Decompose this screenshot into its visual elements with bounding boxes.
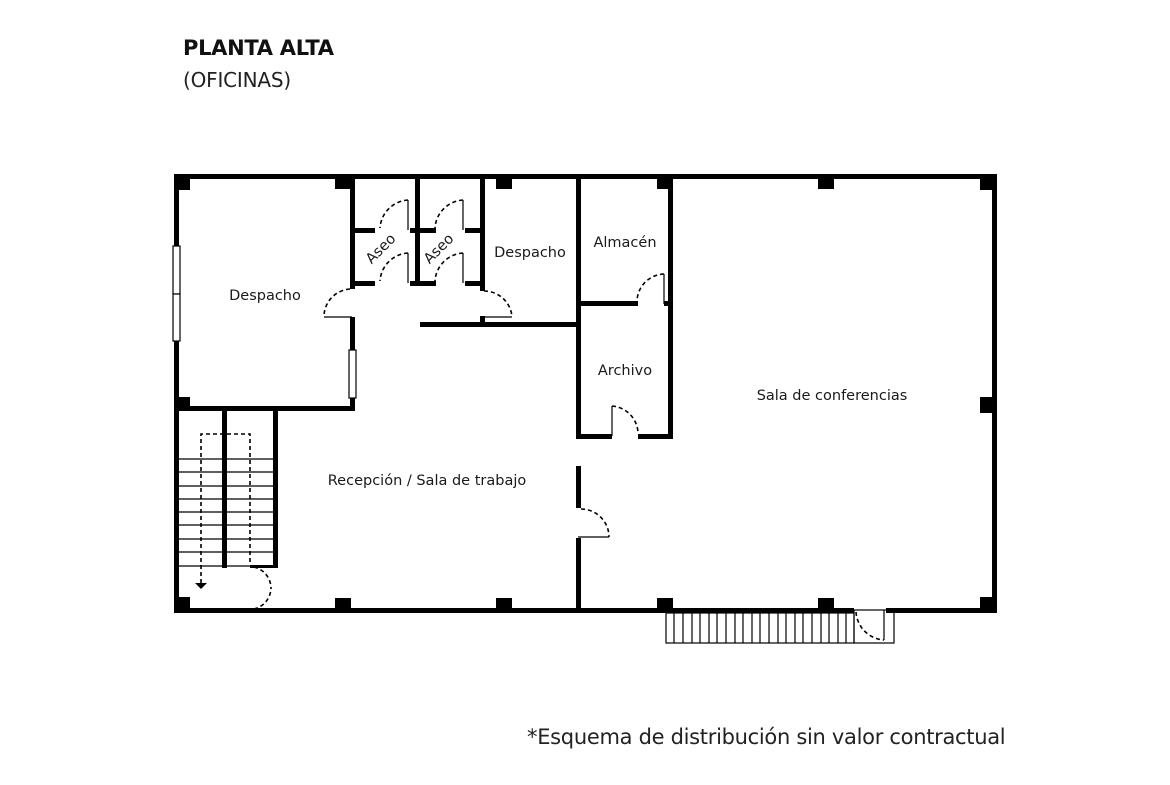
plan-title: PLANTA ALTA	[183, 36, 334, 60]
room-label-despacho-2: Despacho	[494, 245, 566, 261]
plan-subtitle: (OFICINAS)	[183, 68, 291, 92]
left-window	[172, 245, 181, 342]
room-label-sala-conferencias: Sala de conferencias	[757, 388, 908, 404]
room-label-recepcion: Recepción / Sala de trabajo	[328, 473, 527, 489]
stair-treads	[179, 458, 273, 567]
aseos-walls	[350, 174, 485, 286]
room-label-despacho-1: Despacho	[229, 288, 301, 304]
exterior-stairs	[665, 609, 895, 644]
outer-walls	[174, 174, 997, 613]
room-label-almacen: Almacén	[593, 235, 656, 251]
despacho-2-walls	[420, 281, 581, 327]
almacen-archivo-walls	[576, 174, 673, 613]
room-label-aseo-2: Aseo	[421, 231, 457, 267]
room-label-aseo-1: Aseo	[363, 231, 399, 267]
stair-direction-arrow-icon	[195, 583, 207, 589]
room-label-archivo: Archivo	[598, 363, 652, 379]
staircase	[179, 411, 278, 610]
disclaimer-note: *Esquema de distribución sin valor contr…	[527, 725, 1006, 749]
